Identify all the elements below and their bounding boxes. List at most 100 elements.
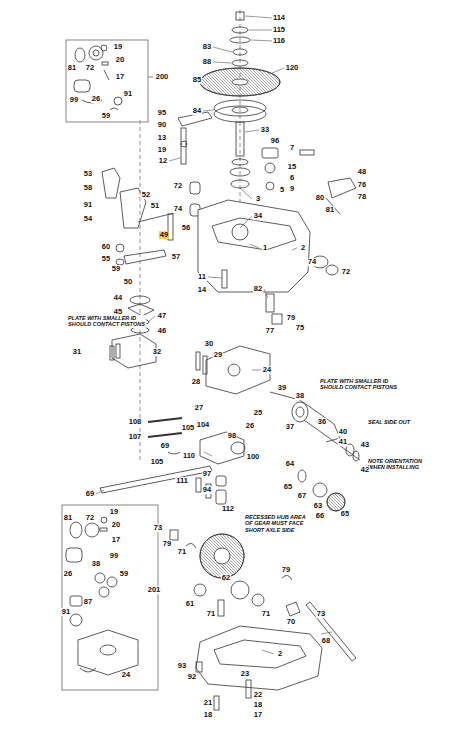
callout-number: 96	[270, 137, 280, 145]
callout-number: 21	[203, 699, 213, 707]
callout-number: 20	[115, 56, 125, 64]
callout-number: 94	[202, 486, 212, 494]
callout-number: 3	[255, 195, 261, 203]
callout-number: 63	[313, 502, 323, 510]
callout-number: 19	[113, 43, 123, 51]
callout-number: 18	[253, 701, 263, 709]
callout-number: 71	[177, 548, 187, 556]
callout-number: 65	[283, 483, 293, 491]
callout-number: 7	[289, 144, 295, 152]
callout-number: 62	[221, 574, 231, 582]
callout-number: 83	[202, 43, 212, 51]
callout-number: 58	[83, 184, 93, 192]
callout-number: 59	[119, 570, 129, 578]
callout-number: 99	[69, 96, 79, 104]
callout-number: 34	[253, 212, 263, 220]
callout-number: 70	[286, 618, 296, 626]
callout-number: 2	[300, 244, 306, 252]
callout-number: 97	[202, 470, 212, 478]
callout-number: 37	[285, 423, 295, 431]
callout-number: 39	[277, 384, 287, 392]
callout-number: 72	[173, 182, 183, 190]
callout-number: 77	[265, 327, 275, 335]
callout-number: 38	[91, 560, 101, 568]
callout-number: 81	[325, 206, 335, 214]
callout-number: 79	[162, 540, 172, 548]
callout-number: 19	[157, 146, 167, 154]
callout-number: 115	[272, 26, 286, 34]
callout-number: 107	[128, 433, 143, 441]
callout-number: 80	[315, 194, 325, 202]
callout-number: 82	[253, 285, 263, 293]
callout-number: 5	[279, 186, 285, 194]
callout-number: 51	[150, 202, 160, 210]
note-text: PLATE WITH SMALLER ID SHOULD CONTACT PIS…	[320, 378, 398, 391]
callout-number: 54	[83, 215, 93, 223]
callout-number: 36	[317, 418, 327, 426]
callout-number: 200	[155, 73, 170, 81]
callout-number: 91	[83, 201, 93, 209]
callout-number: 71	[206, 610, 216, 618]
callout-number: 104	[196, 421, 211, 429]
callout-number: 111	[175, 477, 189, 485]
callout-number: 44	[113, 294, 123, 302]
callout-number: 15	[287, 163, 297, 171]
callout-number: 1	[262, 244, 268, 252]
callout-number: 81	[63, 514, 73, 522]
callout-number: 19	[109, 508, 119, 516]
callout-number: 91	[123, 90, 133, 98]
callout-number: 108	[128, 418, 143, 426]
callout-number: 48	[357, 168, 367, 176]
callout-number: 17	[115, 73, 125, 81]
callout-number: 27	[194, 404, 204, 412]
callout-number: 26	[63, 570, 73, 578]
callout-number: 98	[227, 432, 237, 440]
callout-number: 28	[191, 378, 201, 386]
callout-number: 33	[260, 126, 270, 134]
callout-number: 95	[157, 109, 167, 117]
callout-number: 17	[111, 536, 121, 544]
callout-number: 79	[286, 314, 296, 322]
callout-number: 25	[253, 409, 263, 417]
callout-number: 50	[123, 278, 133, 286]
callout-number: 72	[85, 514, 95, 522]
callout-number: 47	[157, 312, 167, 320]
callout-number: 105	[181, 424, 196, 432]
callout-number: 72	[341, 268, 351, 276]
callout-number: 201	[147, 586, 162, 594]
callout-number: 59	[111, 265, 121, 273]
callout-number: 78	[357, 193, 367, 201]
callout-number: 92	[187, 673, 197, 681]
callout-number: 14	[197, 286, 207, 294]
callout-number: 2	[277, 650, 283, 658]
callout-number: 61	[185, 600, 195, 608]
note-text: RECESSED HUB AREA OF GEAR MUST FACE SHOR…	[245, 514, 309, 533]
callout-number: 9	[289, 185, 295, 193]
callout-number: 24	[262, 366, 272, 374]
callout-number: 69	[85, 490, 95, 498]
callout-number: 73	[316, 610, 326, 618]
callout-number: 75	[295, 324, 305, 332]
callout-number: 71	[261, 610, 271, 618]
callout-number: 13	[157, 134, 167, 142]
callout-number: 93	[177, 662, 187, 670]
callout-number: 85	[192, 76, 202, 84]
callout-number: 74	[173, 205, 183, 213]
callout-number: 81	[67, 64, 77, 72]
callout-number: 30	[204, 340, 214, 348]
callout-number: 53	[83, 170, 93, 178]
callout-number: 112	[221, 505, 235, 513]
callout-number: 110	[182, 452, 196, 460]
callout-number: 67	[297, 492, 307, 500]
callout-number: 52	[141, 191, 151, 199]
callout-number: 66	[315, 512, 325, 520]
callout-number: 91	[61, 608, 71, 616]
callout-number: 74	[307, 258, 317, 266]
note-text: SEAL SIDE OUT	[368, 419, 428, 425]
callout-number: 12	[158, 157, 168, 165]
callout-number: 46	[157, 327, 167, 335]
callout-number: 99	[109, 552, 119, 560]
note-text: PLATE WITH SMALLER ID SHOULD CONTACT PIS…	[68, 315, 146, 328]
callout-number: 6	[289, 174, 295, 182]
callout-number: 42	[360, 466, 370, 474]
